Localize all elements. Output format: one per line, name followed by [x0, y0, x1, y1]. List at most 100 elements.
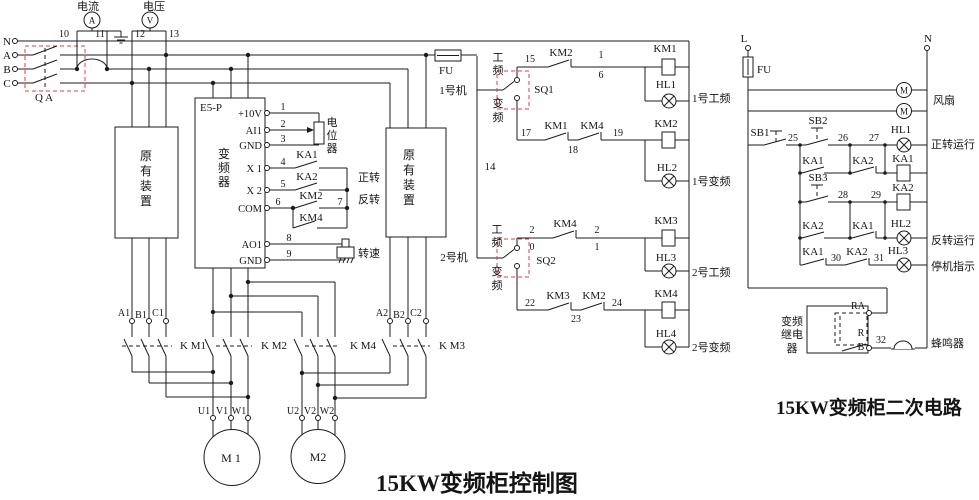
- svg-text:频: 频: [493, 110, 504, 124]
- ammeter-title: 电流: [77, 0, 99, 13]
- svg-text:KM4: KM4: [553, 218, 577, 230]
- voltmeter-title: 电压: [143, 0, 165, 13]
- svg-text:频: 频: [493, 63, 504, 77]
- svg-text:变: 变: [218, 146, 230, 161]
- svg-text:18: 18: [568, 145, 578, 156]
- ka2-coil: [896, 193, 911, 211]
- svg-text:25: 25: [788, 133, 798, 144]
- svg-text:KM2: KM2: [654, 118, 677, 130]
- svg-text:M: M: [900, 86, 908, 96]
- main-contactors: A1 B1 C1 A2 B2 C2 K M1 K M2: [118, 308, 465, 486]
- device-box: [385, 127, 447, 238]
- wire-14-label: 14: [485, 161, 497, 173]
- forward-label: 正转: [358, 170, 380, 184]
- svg-text:7: 7: [338, 197, 343, 208]
- fan-label: 风扇: [933, 93, 955, 107]
- svg-text:2: 2: [595, 225, 600, 236]
- svg-text:22: 22: [525, 298, 535, 309]
- lamp-hl4: [661, 339, 677, 355]
- svg-text:KA2: KA2: [802, 220, 823, 232]
- inverter-unit: E5-P 变 频 器 +10V AI1 GND X 1 X 2 COM AO1 …: [194, 55, 380, 337]
- svg-text:继电: 继电: [781, 328, 803, 341]
- svg-text:V1: V1: [216, 406, 228, 417]
- potentiometer-wiper-arrow: [307, 127, 314, 133]
- lamp-hl3: [661, 263, 677, 279]
- svg-text:KA1: KA1: [802, 155, 823, 167]
- secondary-circuit: L FU N M M 风扇 SB1 25: [741, 33, 975, 355]
- voltmeter-symbol: V: [147, 16, 154, 26]
- svg-text:工: 工: [492, 224, 503, 236]
- svg-text:原: 原: [403, 148, 415, 162]
- lamp-hl1-secondary: [896, 137, 912, 153]
- ka2-no-contact: [801, 231, 825, 239]
- svg-text:X 2: X 2: [247, 186, 262, 197]
- svg-text:W1: W1: [232, 406, 246, 417]
- svg-text:+10V: +10V: [238, 109, 262, 120]
- svg-text:位: 位: [327, 128, 338, 142]
- tag-1-bianpin: 1号变频: [692, 174, 731, 188]
- svg-text:置: 置: [403, 193, 415, 207]
- svg-text:U2: U2: [287, 406, 299, 417]
- svg-text:频: 频: [492, 278, 503, 292]
- svg-text:V2: V2: [304, 406, 316, 417]
- svg-text:C2: C2: [410, 308, 422, 319]
- km2-coil: [661, 131, 676, 149]
- lamp-hl1: [661, 93, 677, 109]
- svg-text:KM3: KM3: [654, 215, 678, 227]
- svg-text:R: R: [858, 328, 865, 339]
- svg-text:频: 频: [218, 161, 230, 175]
- svg-text:HL1: HL1: [891, 124, 911, 136]
- buzzer-label: 蜂鸣器: [931, 336, 964, 350]
- svg-text:COM: COM: [238, 204, 263, 215]
- svg-text:器: 器: [327, 142, 338, 155]
- km1-nc-contact: [544, 132, 567, 141]
- terminal: [12, 66, 18, 72]
- original-device-1: 原 有 装 置: [114, 126, 179, 319]
- phase-bus: N A B C: [3, 36, 689, 128]
- tag-2-gongpin: 2号工频: [692, 265, 731, 279]
- lamp-hl3-secondary: [896, 257, 912, 273]
- svg-text:FU: FU: [757, 64, 771, 76]
- svg-text:U1: U1: [198, 406, 210, 417]
- km3-coil: [661, 229, 676, 247]
- voltmeter: 电压 V 12 13: [131, 0, 179, 127]
- svg-text:K M2: K M2: [261, 340, 287, 352]
- terminal: [12, 80, 18, 86]
- tag-1-gongpin: 1号工频: [692, 91, 731, 105]
- potentiometer: [313, 121, 325, 145]
- svg-text:有: 有: [403, 163, 415, 177]
- current-transformer-loop: [76, 58, 108, 70]
- svg-text:HL3: HL3: [656, 252, 677, 264]
- svg-text:GND: GND: [239, 256, 262, 267]
- svg-text:L: L: [741, 33, 748, 45]
- svg-text:KM4: KM4: [580, 120, 604, 132]
- svg-text:9: 9: [287, 249, 292, 260]
- original-device-2: 原 有 装 置: [385, 55, 447, 319]
- svg-text:KM4: KM4: [299, 212, 323, 224]
- km2-nc-contact-2: [580, 302, 603, 311]
- device-box: [114, 126, 179, 239]
- sb2-start-button: [805, 127, 829, 146]
- voltmeter-terminal-13: 13: [169, 29, 179, 40]
- svg-text:KA1: KA1: [852, 220, 873, 232]
- svg-text:SB2: SB2: [809, 115, 828, 127]
- secondary-title: 15KW变频柜二次电路: [776, 396, 963, 419]
- svg-text:5: 5: [281, 179, 286, 190]
- svg-text:6: 6: [599, 70, 604, 81]
- ka1-coil: [896, 164, 911, 182]
- svg-text:M: M: [900, 107, 908, 117]
- svg-text:B1: B1: [135, 310, 147, 321]
- selector-sq1: 工 频 变 频 SQ1: [477, 52, 554, 124]
- phase-b-label: B: [3, 64, 10, 76]
- svg-text:1: 1: [595, 242, 600, 253]
- reverse-label: 反转: [358, 192, 380, 206]
- svg-text:17: 17: [521, 128, 531, 139]
- km4-coil: [661, 301, 676, 319]
- svg-text:KM2: KM2: [549, 47, 572, 59]
- svg-text:AI1: AI1: [246, 126, 262, 137]
- svg-text:28: 28: [838, 190, 848, 201]
- svg-text:KA2: KA2: [846, 246, 867, 258]
- terminal: [12, 52, 18, 58]
- ammeter-terminal-10: 10: [59, 29, 69, 40]
